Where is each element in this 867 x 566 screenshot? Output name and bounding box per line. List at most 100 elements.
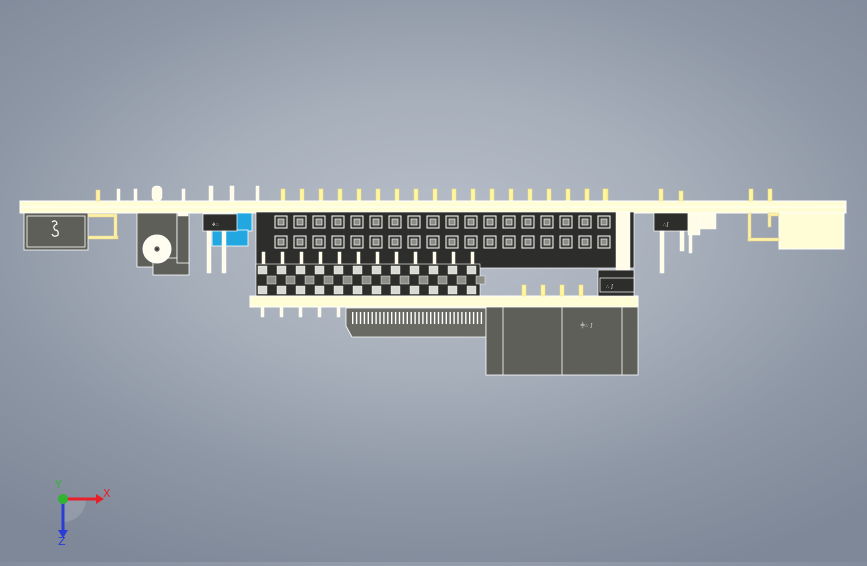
stripe-cell [285, 275, 296, 285]
stripe-cell [447, 265, 458, 275]
stripe-cell [390, 285, 401, 295]
coordinate-triad: X Y Z [54, 478, 111, 546]
fine-tooth [472, 312, 475, 324]
fine-tooth [469, 312, 471, 324]
stripe-cell [295, 285, 306, 295]
z-axis-label: Z [58, 535, 66, 546]
stripe-cell [276, 285, 287, 295]
header-top-pin [375, 188, 381, 202]
header-connector-stripes [255, 263, 486, 297]
header-hole-inner [505, 218, 513, 226]
header-top-pin [527, 188, 533, 202]
left-leads [116, 185, 260, 202]
lower-pcb-bottom-leads [260, 306, 341, 318]
fine-tooth [441, 312, 444, 324]
fine-tooth [391, 312, 393, 324]
header-hole-inner [448, 218, 456, 226]
top-pin-row [280, 188, 609, 202]
header-hole-inner [562, 238, 570, 246]
stripe-cell [418, 275, 429, 285]
header-hole-inner [505, 238, 513, 246]
header-top-pin [451, 188, 457, 202]
fine-tooth [453, 312, 455, 324]
header-hole-inner [410, 238, 418, 246]
header-top-pin [280, 188, 286, 202]
header-hole-inner [296, 218, 304, 226]
pin-header-block [255, 211, 635, 269]
header-top-pin [394, 188, 400, 202]
header-top-pin [356, 188, 362, 202]
stripe-cell [266, 275, 277, 285]
stripe-cell [314, 265, 325, 275]
header-hole-inner [391, 238, 399, 246]
fine-tooth [457, 312, 459, 324]
stripe-cell [304, 275, 315, 285]
large-module: ⸎∴ ∫ [485, 306, 639, 376]
header-hole-inner [315, 238, 323, 246]
right-smd-chip: ∴ ∫ [597, 211, 635, 297]
header-hole-inner [353, 238, 361, 246]
fine-tooth [371, 312, 373, 324]
fine-tooth [461, 312, 463, 324]
stripe-cell [333, 285, 344, 295]
fine-tooth [375, 312, 377, 324]
stripe-cell [361, 275, 372, 285]
fine-pitch-connector [345, 307, 487, 338]
header-hole-inner [486, 218, 494, 226]
header-hole-inner [543, 218, 551, 226]
header-hole-inner [372, 238, 380, 246]
header-top-pin [337, 188, 343, 202]
header-top-pin [299, 188, 305, 202]
fine-tooth [406, 312, 408, 324]
stripe-cell [257, 265, 268, 275]
fine-tooth [410, 312, 412, 324]
stripe-cell [428, 285, 439, 295]
fine-tooth [394, 312, 397, 324]
header-top-pin [584, 188, 590, 202]
header-hole-inner [581, 218, 589, 226]
header-hole-inner [600, 238, 608, 246]
stripe-cell [466, 265, 477, 275]
header-hole-inner [429, 238, 437, 246]
fine-tooth [422, 312, 424, 324]
fine-tooth [433, 312, 436, 324]
stripe-cell [399, 275, 410, 285]
stripe-cell [352, 265, 363, 275]
header-hole-inner [486, 238, 494, 246]
stripe-cell [475, 275, 486, 285]
header-hole-inner [334, 238, 342, 246]
header-hole-inner [524, 238, 532, 246]
lower-top-pin [521, 284, 527, 297]
header-top-pin [602, 188, 608, 202]
header-top-pin [489, 188, 495, 202]
fine-tooth [418, 312, 420, 324]
fine-tooth [402, 312, 405, 324]
lower-top-pin [540, 284, 546, 297]
y-axis-marker [58, 494, 68, 504]
stripe-cell [380, 275, 391, 285]
stripe-cell [390, 265, 401, 275]
lower-bottom-lead [298, 306, 303, 318]
header-top-pin [318, 188, 324, 202]
header-top-pin [565, 188, 571, 202]
lower-pcb-board [249, 295, 639, 308]
header-hole-inner [391, 218, 399, 226]
stripe-cell [409, 265, 420, 275]
header-hole-inner [315, 218, 323, 226]
lower-bottom-lead [317, 306, 322, 318]
stripe-cell [428, 265, 439, 275]
stripe-cell [276, 265, 287, 275]
fine-tooth [359, 312, 362, 324]
fine-tooth [430, 312, 432, 324]
svg-text:∴ ∫: ∴ ∫ [606, 284, 614, 290]
x-axis-label: X [103, 487, 111, 500]
svg-text:🜍∴: 🜍∴ [212, 222, 219, 228]
header-hole-inner [467, 218, 475, 226]
header-hole-inner [448, 238, 456, 246]
header-top-pin [413, 188, 419, 202]
stripe-cell [466, 285, 477, 295]
header-hole-inner [277, 218, 285, 226]
fine-tooth [383, 312, 385, 324]
